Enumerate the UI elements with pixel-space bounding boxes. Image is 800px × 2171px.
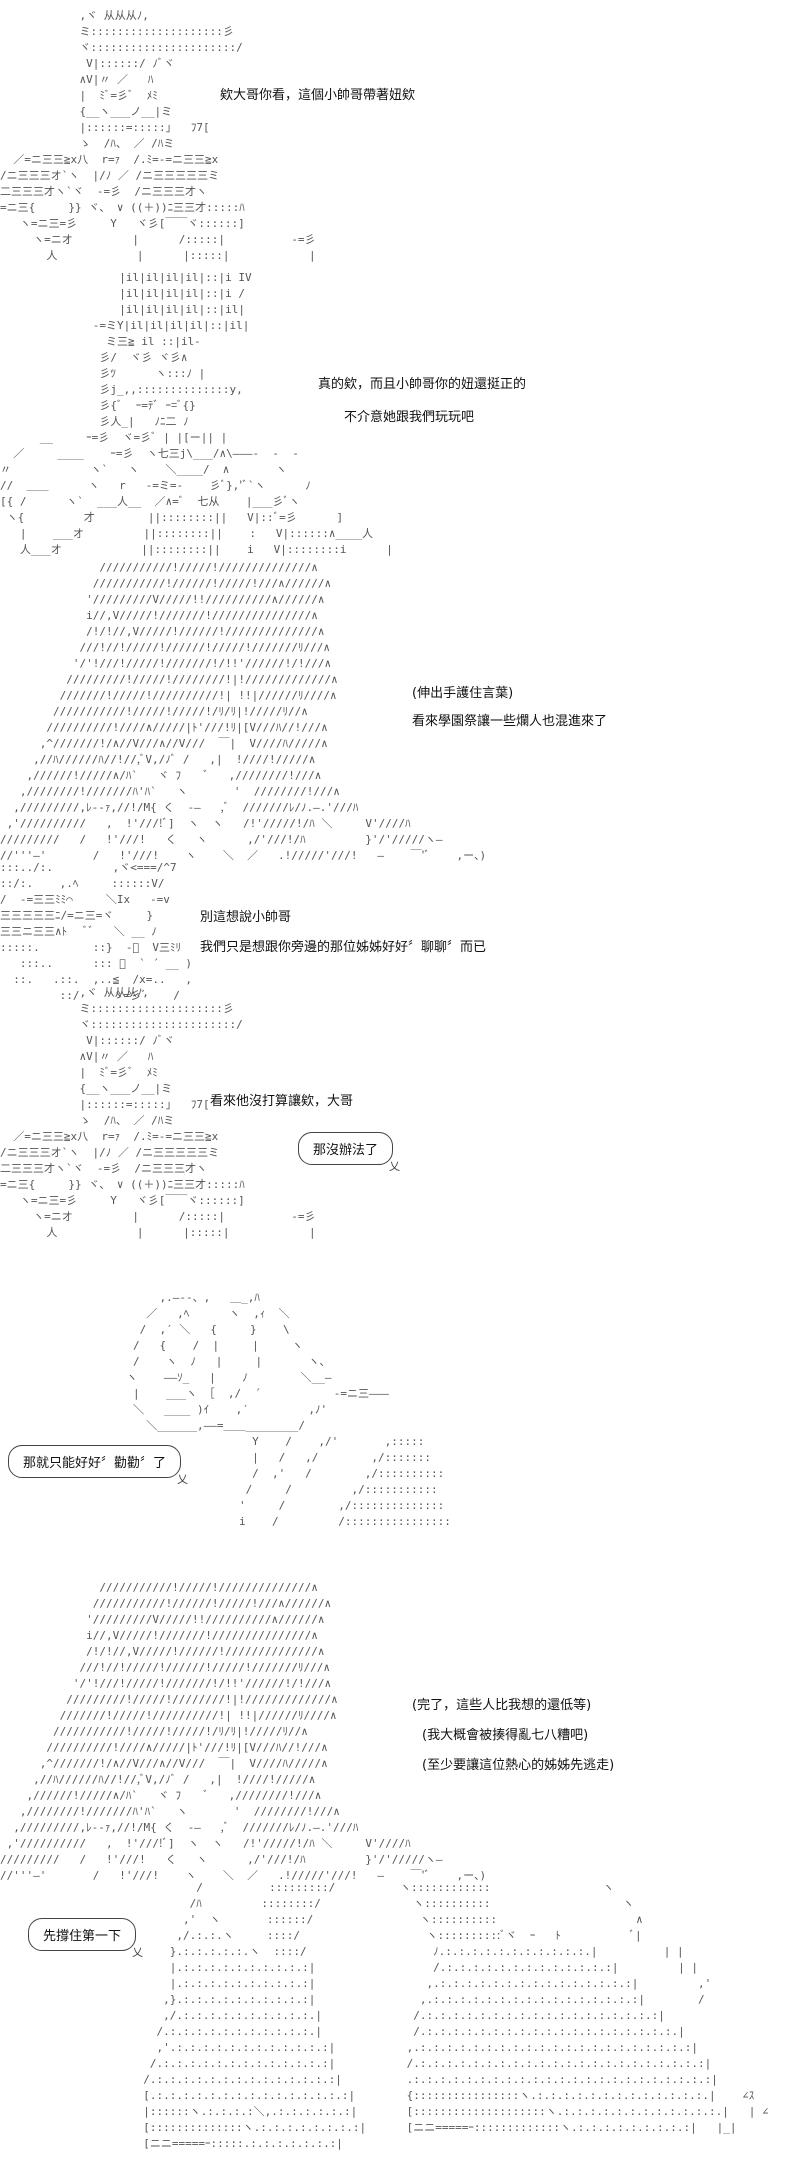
dialog-text: 欸大哥你看，這個小帥哥帶著妞欸 [220, 88, 416, 103]
ascii-art-protagonist-shadow: ///////////!/////!//////////////∧ //////… [0, 1581, 487, 1882]
dialog-text: (我大概會被揍得亂七八糟吧) [422, 1728, 589, 1743]
ascii-art-protagonist-shadow: ///////////!/////!//////////////∧ //////… [0, 561, 487, 862]
speech-bubble-text: 那沒辦法了 [313, 1143, 379, 1158]
dialog-text: 別這想說小帥哥 [200, 910, 292, 925]
dialog-text: 看來學園祭讓一些爛人也混進來了 [412, 714, 608, 729]
dialog-text: (至少要讓這位熱心的姊姊先逃走) [422, 1758, 615, 1773]
speech-bubble: 那就只能好好〞勸勸〞了 [8, 1445, 188, 1487]
speech-bubble: 那沒辦法了 [298, 1132, 400, 1174]
speech-bubble-text: 先撐住第一下 [43, 1929, 122, 1944]
ascii-art-thug-2: |il|il|il|il|::|i IV |il|il|il|il|::|i /… [0, 271, 393, 556]
dialog-text: 不介意她跟我們玩玩吧 [344, 410, 475, 425]
ascii-art-figure-right: ヽ:::::::::::: ヽ ヽ:::::::::: ヽ ヽ:::::::::… [400, 1881, 769, 2134]
dialog-text: 真的欸，而且小帥哥你的妞還挺正的 [318, 377, 527, 392]
dialog-text: (伸出手護住言葉) [412, 686, 514, 701]
dialog-text: 看來他沒打算讓欸，大哥 [210, 1094, 354, 1109]
dialog-text: 我們只是想跟你旁邊的那位姊姊好好〞聊聊〞而已 [200, 940, 487, 955]
speech-bubble: 先撐住第一下 [28, 1918, 143, 1960]
ascii-art-fist: ,.—--、, ＿_,ﾊ ／ ,ﾍ ヽ ,ｨ ＼ / ,′ ＼ { } \ / … [126, 1291, 451, 1528]
speech-bubble-text: 那就只能好好〞勸勸〞了 [23, 1456, 167, 1471]
dialog-text: (完了，這些人比我想的還低等) [412, 1698, 592, 1713]
ascii-art-figure-left: / :::::::::/ /ﾊ ::::::::/ ,' ヽ ::::::/ ,… [143, 1881, 367, 2150]
ascii-art-thug-3: ,ヾ 从从从ﾉ, ミ::::::::::::::::::::彡 ヾ:::::::… [0, 986, 316, 1239]
ascii-art-thug-face: :::../:. ,ヾ<===/^7 ::/:. ,.ﾍ ::::::V/ / … [0, 861, 193, 1002]
ascii-art-thug-1: ,ヾ 从从从ﾉ, ミ::::::::::::::::::::彡 ヾ:::::::… [0, 9, 316, 262]
